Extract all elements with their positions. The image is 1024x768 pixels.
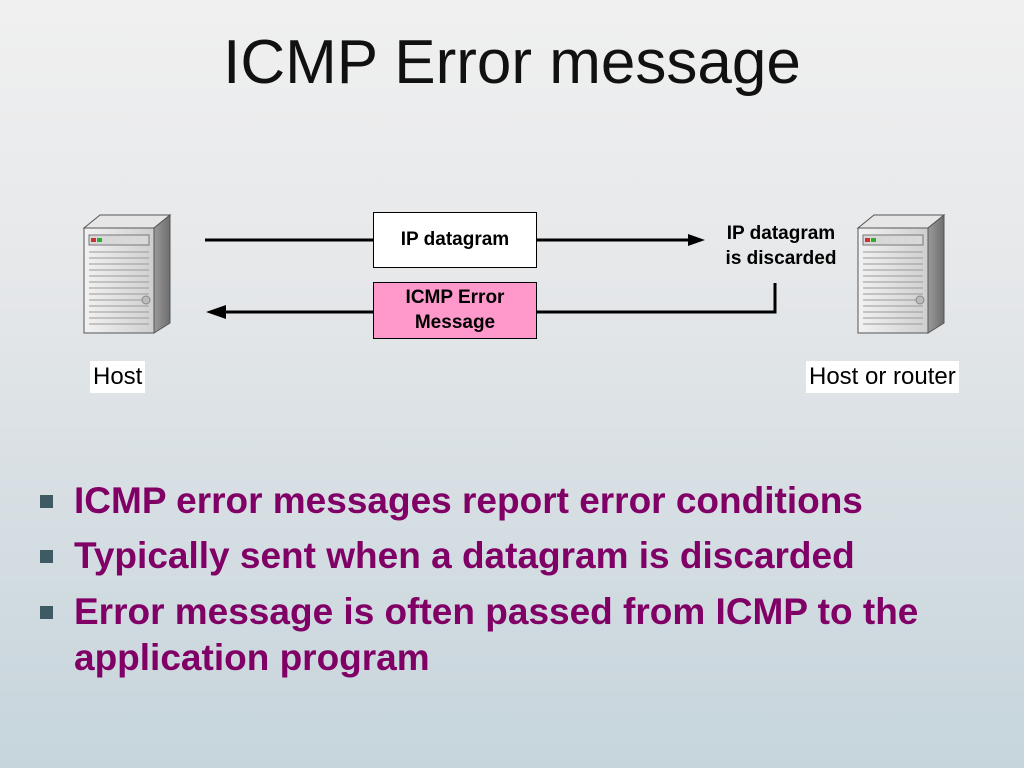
bullet-item: Typically sent when a datagram is discar… bbox=[36, 533, 996, 579]
forward-arrow bbox=[205, 234, 705, 246]
square-bullet-icon bbox=[40, 495, 53, 508]
bullet-text: Typically sent when a datagram is discar… bbox=[74, 535, 855, 577]
return-arrow bbox=[206, 283, 777, 319]
bullet-item: Error message is often passed from ICMP … bbox=[36, 589, 996, 682]
discard-line2: is discarded bbox=[725, 247, 837, 269]
bullet-list: ICMP error messages report error conditi… bbox=[36, 478, 996, 690]
square-bullet-icon bbox=[40, 550, 53, 564]
bullet-text: Error message is often passed from ICMP … bbox=[74, 590, 919, 678]
discard-line1: IP datagram bbox=[726, 223, 836, 244]
icmp-error-line2: Message bbox=[414, 311, 496, 333]
ip-datagram-box: IP datagram bbox=[373, 212, 537, 268]
discard-note: IP datagram is discarded bbox=[708, 222, 854, 271]
host-or-router-label: Host or router bbox=[806, 361, 959, 393]
right-server-icon bbox=[856, 213, 946, 334]
slide-title: ICMP Error message bbox=[223, 28, 801, 97]
square-bullet-icon bbox=[40, 605, 53, 619]
bullet-text: ICMP error messages report error conditi… bbox=[74, 480, 863, 521]
icmp-error-box: ICMP Error Message bbox=[373, 282, 537, 339]
bullet-item: ICMP error messages report error conditi… bbox=[36, 478, 996, 524]
ip-datagram-label: IP datagram bbox=[400, 228, 510, 250]
left-server-icon bbox=[82, 213, 172, 334]
icmp-error-line1: ICMP Error bbox=[405, 286, 505, 308]
host-label: Host bbox=[90, 361, 146, 393]
